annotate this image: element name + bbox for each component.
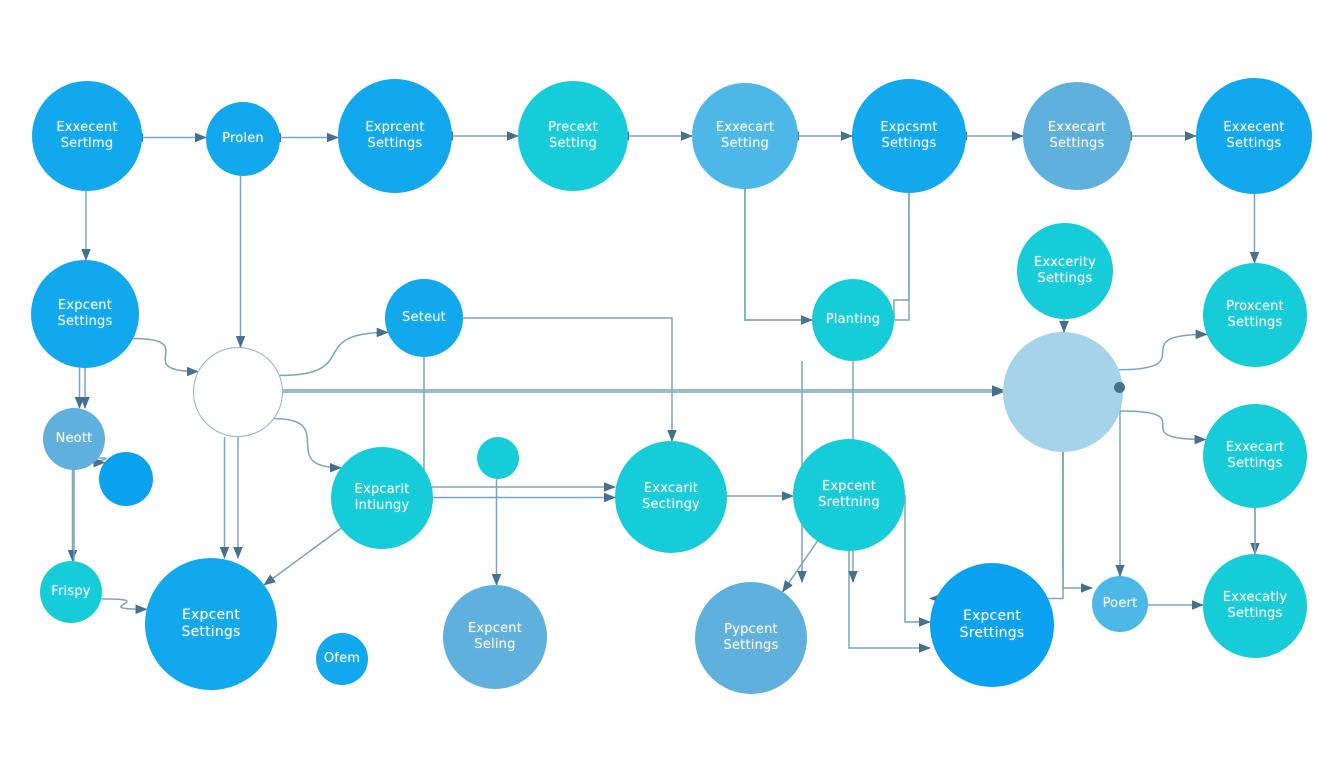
graph-node-label: Expcent Srettings [959, 607, 1025, 642]
graph-node-label: Exxecent Settings [1223, 119, 1285, 151]
graph-node-label: Planting [825, 311, 881, 327]
graph-node-n11[interactable]: Seteut [385, 279, 463, 357]
edge-n21-n28-route [904, 495, 931, 627]
edge-n21-n27 [782, 540, 818, 593]
edge-n10-n11 [279, 327, 389, 377]
graph-node-label: Expcent Srettning [818, 478, 880, 510]
edge-n23-n24 [101, 598, 148, 615]
graph-node-n14[interactable] [1003, 332, 1123, 452]
edge-n14-n29 [1062, 452, 1093, 593]
edge-n11-n20 [423, 357, 616, 492]
graph-node-label: Pypcent Settings [723, 621, 779, 653]
graph-node-n21[interactable]: Expcent Srettning [793, 439, 905, 551]
edge-n10-n18 [274, 417, 342, 473]
graph-node-label: Exxcarit Sectingy [642, 480, 700, 512]
graph-node-n27[interactable]: Pypcent Settings [695, 582, 807, 694]
graph-node-n8[interactable]: Exxecent Settings [1196, 78, 1312, 194]
edge-n5-n12-route [744, 189, 813, 325]
graph-node-n20[interactable]: Exxcarit Sectingy [615, 441, 727, 553]
graph-node-label: Ofem [323, 650, 361, 666]
graph-node-n2[interactable]: Prolen [206, 102, 280, 176]
graph-node-n9[interactable]: Expcent Settings [31, 260, 139, 368]
graph-node-label: Exxecart Setting [715, 119, 775, 151]
edge-n14-n22 [1119, 410, 1207, 445]
edge-n11-n20-route [463, 317, 677, 442]
edge-n16-n17 [93, 457, 107, 468]
graph-node-n25[interactable]: Ofem [316, 633, 368, 685]
graph-node-label: Exxecatly Settings [1222, 589, 1288, 621]
graph-node-n3[interactable]: Exprcent Settings [338, 79, 452, 193]
edge-n6-n12 [894, 193, 910, 321]
edge-n6-n12-route [893, 193, 910, 320]
graph-node-label: Precext Setting [548, 119, 598, 151]
graph-node-n1[interactable]: Exxecent Sertlmg [32, 81, 142, 191]
graph-node-n23[interactable]: Frispy [40, 561, 102, 623]
graph-node-n18[interactable]: Expcarit Intiungy [331, 447, 433, 549]
graph-node-n29[interactable]: Poert [1092, 576, 1148, 632]
graph-node-label: Expcsmt Settings [880, 119, 938, 151]
graph-node-label: Neott [55, 430, 93, 446]
graph-node-label: Exxecart Settings [1047, 119, 1107, 151]
graph-node-n16[interactable]: Neott [43, 408, 105, 470]
graph-node-label: Exxecent Sertlmg [56, 119, 118, 151]
graph-node-n30[interactable]: Exxecatly Settings [1203, 554, 1307, 658]
graph-node-label: Exxecart Settings [1225, 439, 1285, 471]
graph-node-n17[interactable] [99, 452, 153, 506]
graph-node-label: Expcent Seling [467, 620, 523, 652]
graph-node-label: Proxcent Settings [1226, 298, 1284, 330]
graph-node-label: Expcarit Intiungy [354, 481, 410, 513]
graph-node-n24[interactable]: Expcent Settings [145, 558, 277, 690]
graph-node-label: Exprcent Settings [365, 119, 425, 151]
graph-node-n6[interactable]: Expcsmt Settings [852, 79, 966, 193]
graph-node-n10[interactable] [193, 347, 283, 437]
graph-node-n7[interactable]: Exxecart Settings [1023, 82, 1131, 190]
edge-n18-n24 [263, 527, 342, 586]
edge-connector-dot [1113, 381, 1125, 393]
edge-n14-n15 [1118, 329, 1208, 371]
graph-node-n5[interactable]: Exxecart Setting [692, 83, 798, 189]
graph-node-n19[interactable] [477, 437, 519, 479]
graph-node-label: Seteut [402, 309, 446, 325]
graph-node-n26[interactable]: Expcent Seling [443, 585, 547, 689]
graph-node-n13[interactable]: Exxcerity Settings [1017, 223, 1113, 319]
graph-node-label: Exxcerity Settings [1033, 254, 1097, 286]
graph-node-label: Poert [1102, 595, 1138, 611]
graph-node-n28[interactable]: Expcent Srettings [930, 563, 1054, 687]
edge-n21-n28 [848, 551, 931, 653]
graph-node-label: Frispy [51, 583, 91, 599]
graph-node-n22[interactable]: Exxecart Settings [1203, 404, 1307, 508]
graph-node-label: Prolen [222, 130, 264, 146]
graph-node-label: Expcent Settings [181, 606, 241, 641]
graph-node-n4[interactable]: Precext Setting [518, 81, 628, 191]
graph-node-n15[interactable]: Proxcent Settings [1203, 263, 1307, 367]
edge-n9-n10 [133, 337, 199, 377]
graph-node-label: Expcent Settings [57, 297, 113, 329]
graph-node-n12[interactable]: Planting [812, 279, 894, 361]
